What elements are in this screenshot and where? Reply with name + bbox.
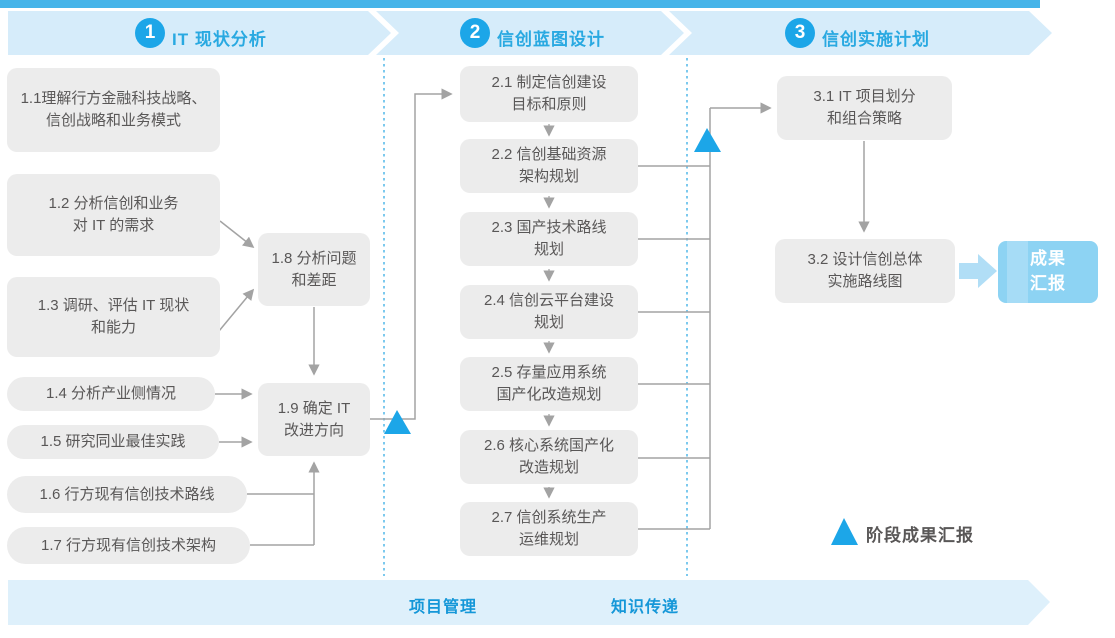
phase-3-number-circle: 3 [785, 18, 815, 48]
step-box-2-6: 2.6 核心系统国产化 改造规划 [460, 430, 638, 484]
step-box-3-1: 3.1 IT 项目划分 和组合策略 [777, 76, 952, 140]
connector-1-2-to-1-8 [219, 220, 255, 249]
footer-label-knowledge-transfer: 知识传递 [610, 599, 679, 616]
phase-band-3 [669, 11, 1052, 55]
step-box-3-2: 3.2 设计信创总体 实施路线图 [775, 239, 955, 303]
phase-2-title: 信创蓝图设计 [497, 30, 605, 49]
phase-2-number-circle: 2 [460, 18, 490, 48]
step-box-1-9: 1.9 确定 IT 改进方向 [258, 383, 370, 456]
step-box-1-6: 1.6 行方现有信创技术路线 [7, 476, 247, 513]
step-box-1-3: 1.3 调研、评估 IT 现状 和能力 [7, 277, 220, 357]
milestone-triangle-phase1-icon [384, 410, 411, 434]
step-box-1-8: 1.8 分析问题 和差距 [258, 233, 370, 306]
legend-label: 阶段成果汇报 [866, 526, 974, 545]
top-accent-bar [0, 0, 1040, 8]
phase-band-1 [8, 11, 391, 55]
step-box-2-4: 2.4 信创云平台建设 规划 [460, 285, 638, 339]
step-box-1-4: 1.4 分析产业侧情况 [7, 377, 215, 411]
phase-3-title: 信创实施计划 [822, 30, 930, 49]
phase-1-title: IT 现状分析 [172, 30, 267, 49]
phase-band-2 [376, 11, 684, 55]
connector-1-6-1-7-feeders [247, 493, 314, 546]
footer-label-project-management: 项目管理 [408, 599, 477, 616]
connector-1-9-to-2-1 [370, 88, 453, 420]
legend-triangle-icon [831, 518, 858, 545]
step-box-2-3: 2.3 国产技术路线 规划 [460, 212, 638, 266]
deliverable-box: 成果 汇报 [998, 241, 1098, 303]
step-box-2-5: 2.5 存量应用系统 国产化改造规划 [460, 357, 638, 411]
step-box-2-1: 2.1 制定信创建设 目标和原则 [460, 66, 638, 122]
footer-band [8, 580, 1050, 625]
step-box-2-7: 2.7 信创系统生产 运维规划 [460, 502, 638, 556]
step-box-1-1: 1.1理解行方金融科技战略、 信创战略和业务模式 [7, 68, 220, 152]
connector-phase2-bus [638, 108, 711, 530]
phase-1-number-circle: 1 [135, 18, 165, 48]
step-box-1-2: 1.2 分析信创和业务 对 IT 的需求 [7, 174, 220, 256]
step-box-1-7: 1.7 行方现有信创技术架构 [7, 527, 250, 564]
milestone-triangle-phase2-icon [694, 128, 721, 152]
connector-1-3-to-1-8 [218, 288, 255, 332]
step-box-2-2: 2.2 信创基础资源 架构规划 [460, 139, 638, 193]
deliverable-arrow-icon [959, 254, 997, 288]
step-box-1-5: 1.5 研究同业最佳实践 [7, 425, 219, 459]
